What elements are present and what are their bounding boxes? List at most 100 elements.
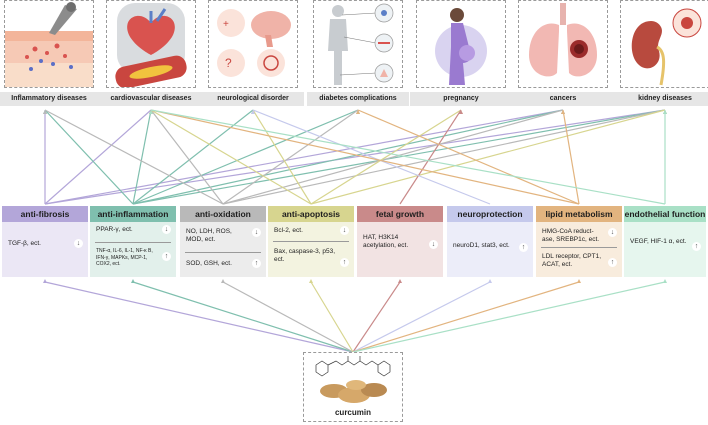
curcumin-effect-link: [310, 281, 354, 353]
effect-anti-fibrosis: anti-fibrosis TGF-β, ect. ↓: [2, 206, 88, 277]
effect-disease-link: [150, 109, 666, 205]
effect-disease-link: [132, 109, 666, 205]
pregnancy-illustration: [416, 0, 506, 88]
lung-cancer-illustration: [518, 0, 608, 88]
arrowhead: [398, 279, 402, 283]
effect-disease-link: [132, 109, 564, 205]
arrowhead: [459, 110, 463, 114]
arrowhead: [663, 279, 667, 283]
disease-label: cardiovascular diseases: [100, 92, 202, 106]
effect-disease-link: [44, 109, 152, 205]
effect-disease-link: [222, 109, 666, 205]
arrowhead: [43, 279, 47, 283]
effect-disease-link: [132, 109, 359, 205]
marker-text: PPAR-γ, ect.: [96, 226, 133, 233]
effect-title: anti-fibrosis: [2, 206, 88, 222]
disease-label: pregnancy: [410, 92, 512, 106]
curcumin-effect-link: [44, 281, 354, 353]
divider: [273, 241, 349, 242]
effect-disease-link: [150, 109, 224, 205]
disease-label: cancers: [512, 92, 614, 106]
disease-label: kidney diseases: [614, 92, 708, 106]
down-arrow-icon: ↓: [74, 239, 83, 248]
effect-disease-link: [132, 109, 254, 205]
diabetes-illustration: [313, 0, 403, 88]
effect-disease-link: [252, 109, 312, 205]
effect-title: anti-oxidation: [180, 206, 266, 222]
effect-disease-link: [132, 109, 152, 205]
marker-text: neuroD1, stat3, ect.: [453, 242, 510, 249]
svg-text:?: ?: [225, 56, 232, 70]
effect-title: fetal growth: [357, 206, 443, 222]
curcumin-effect-link: [352, 281, 491, 353]
down-arrow-icon: ↓: [340, 226, 349, 235]
divider: [185, 252, 261, 253]
up-arrow-icon: ↑: [692, 242, 701, 251]
marker-text: TNF-α, IL-6, IL-1, NF-κ B, IFN-γ, MAPKs,…: [96, 248, 153, 267]
down-arrow-icon: ↓: [252, 228, 261, 237]
up-arrow-icon: ↑: [340, 258, 349, 267]
arrowhead: [149, 110, 153, 114]
down-arrow-icon: ↓: [608, 228, 617, 237]
effect-disease-link: [44, 109, 564, 205]
effect-endothelial-function: endothelial function VEGF, HIF-1 α, ect.…: [624, 206, 706, 277]
curcumin-effect-link: [352, 281, 580, 353]
effect-disease-link: [44, 109, 224, 205]
effect-title: neuroprotection: [447, 206, 533, 222]
up-arrow-icon: ↑: [252, 259, 261, 268]
inflammation-illustration: [4, 0, 94, 88]
effect-disease-link: [150, 109, 580, 205]
effect-anti-apoptosis: anti-apoptosis Bcl-2, ect. ↓ Bax, caspas…: [268, 206, 354, 277]
effect-title: anti-inflammation: [90, 206, 176, 222]
effect-disease-link: [222, 109, 359, 205]
effect-disease-link: [310, 109, 462, 205]
curcumin-effect-link: [352, 281, 666, 353]
disease-label: diabetes complications: [307, 92, 409, 106]
effect-disease-link: [150, 109, 312, 205]
up-arrow-icon: ↑: [519, 243, 528, 252]
divider: [95, 242, 171, 243]
marker-text: HAT, H3K14 acetylation, ect.: [363, 234, 409, 249]
marker-text: LDL receptor, CPT1, ACAT, ect.: [542, 253, 602, 268]
marker-text: SOD, GSH, ect.: [186, 260, 232, 267]
effect-title: lipid metabolism: [536, 206, 622, 222]
arrowhead: [221, 279, 225, 283]
arrowhead: [43, 110, 47, 114]
effect-neuroprotection: neuroprotection neuroD1, stat3, ect. ↑: [447, 206, 533, 277]
effect-disease-link: [252, 109, 491, 205]
up-arrow-icon: ↑: [608, 258, 617, 267]
arrowhead: [309, 279, 313, 283]
arrowhead: [577, 279, 581, 283]
marker-text: NO, LDH, ROS, MOD, ect.: [186, 228, 232, 243]
curcumin-effect-link: [132, 281, 354, 353]
effect-disease-link: [310, 109, 666, 205]
svg-text:+: +: [223, 19, 229, 30]
down-arrow-icon: ↓: [162, 225, 171, 234]
marker-text: Bax, caspase-3, p53, ect.: [274, 248, 336, 263]
marker-text: TGF-β, ect.: [8, 240, 41, 247]
effect-lipid-metabolism: lipid metabolism HMG-CoA reduct-ase, SRE…: [536, 206, 622, 277]
arrowhead: [561, 110, 565, 114]
arrowhead: [251, 110, 255, 114]
effect-fetal-growth: fetal growth HAT, H3K14 acetylation, ect…: [357, 206, 443, 277]
marker-text: HMG-CoA reduct-ase, SREBP1c, ect.: [542, 228, 600, 243]
effect-disease-link: [44, 109, 134, 205]
brain-illustration: + ?: [208, 0, 298, 88]
down-arrow-icon: ↓: [429, 240, 438, 249]
curcumin-effect-link: [222, 281, 354, 353]
arrowhead: [663, 110, 667, 114]
effect-disease-link: [357, 109, 580, 205]
heart-illustration: [106, 0, 196, 88]
effect-anti-oxidation: anti-oxidation NO, LDH, ROS, MOD, ect. ↓…: [180, 206, 266, 277]
effect-title: endothelial function: [624, 206, 706, 222]
curcumin-effect-link: [352, 281, 401, 353]
arrowhead: [131, 279, 135, 283]
up-arrow-icon: ↑: [162, 252, 171, 261]
kidney-illustration: [620, 0, 708, 88]
effect-title: anti-apoptosis: [268, 206, 354, 222]
effect-disease-link: [222, 109, 564, 205]
curcumin-structure-icon: [315, 356, 391, 403]
effect-disease-link: [399, 109, 462, 205]
curcumin-label: curcumin: [334, 408, 371, 417]
